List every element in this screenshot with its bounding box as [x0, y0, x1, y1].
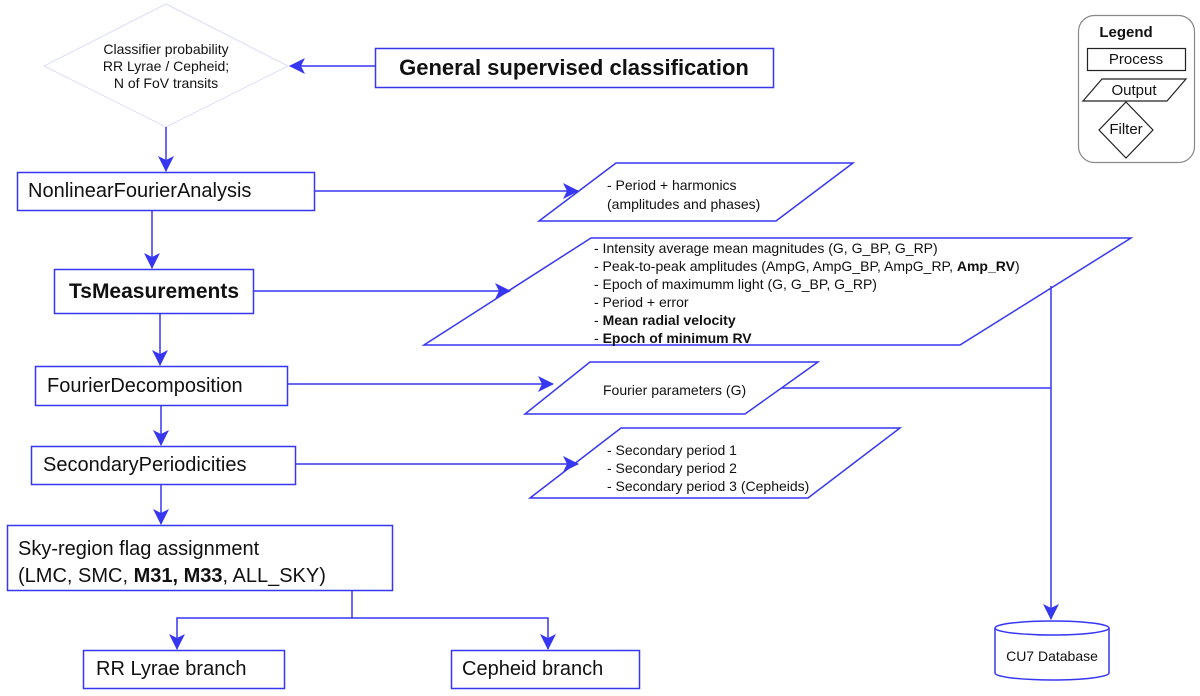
legend-output-shape — [1081, 78, 1188, 102]
sky-region-segment: , ALL_SKY) — [222, 565, 326, 587]
sky-region-line1: Sky-region flag assignment — [18, 538, 260, 560]
ts-output-text: - Intensity average mean magnitudes (G, … — [594, 239, 1020, 347]
legend-title: Legend — [1099, 24, 1153, 41]
cepheid-branch-label: Cepheid branch — [462, 658, 604, 680]
ts-measurements-label: TsMeasurements — [68, 280, 240, 303]
ts-measurements-box[interactable] — [53, 268, 255, 315]
output-segment-bold: Amp_RV — [956, 258, 1015, 274]
fourier-decomposition-box[interactable] — [34, 365, 289, 407]
filter-line: Classifier probability — [103, 41, 229, 57]
filter-line: RR Lyrae / Cepheid; — [102, 58, 230, 74]
output-segment-bold: Mean radial velocity — [602, 312, 736, 328]
output-segment: - Epoch of maximumm light (G, G_BP, G_RP… — [594, 276, 877, 292]
output-segment: - Period + error — [594, 294, 689, 310]
sky-region-segment-bold: M31, M33 — [133, 565, 223, 587]
cepheid-branch-box[interactable] — [450, 649, 641, 690]
rr-lyrae-branch-label: RR Lyrae branch — [96, 658, 247, 680]
secondary-output-parallelogram[interactable] — [527, 427, 903, 499]
fourier-decomposition-label: FourierDecomposition — [47, 375, 243, 397]
nfa-output-parallelogram[interactable] — [536, 162, 856, 222]
general-classification-label: General supervised classification — [399, 55, 749, 80]
database-label: CU7 Database — [1006, 648, 1098, 664]
rr-lyrae-branch-box[interactable] — [82, 649, 286, 690]
ts-output-parallelogram[interactable] — [421, 237, 1134, 346]
sky-region-label: Sky-region flag assignment (LMC, SMC, M3… — [18, 536, 326, 590]
output-line: - Mean radial velocity — [594, 311, 1020, 329]
legend-filter-label: Filter — [1109, 121, 1143, 138]
output-line: - Period + harmonics — [607, 177, 737, 193]
output-line: - Epoch of maximumm light (G, G_BP, G_RP… — [594, 275, 1020, 293]
legend-output-label: Output — [1111, 82, 1157, 99]
output-segment: - — [594, 330, 603, 346]
nfa-output-text: - Period + harmonics (amplitudes and pha… — [607, 176, 760, 214]
sky-region-box[interactable] — [6, 524, 394, 592]
arrow-sky-to-rr-lyrae — [169, 617, 352, 650]
legend-process-shape — [1086, 47, 1187, 72]
secondary-periodicities-box[interactable] — [30, 445, 297, 486]
output-line: - Secondary period 1 — [607, 442, 737, 458]
filter-label: Classifier probability RR Lyrae / Cephei… — [103, 41, 229, 92]
database-cylinder[interactable] — [994, 620, 1110, 681]
legend — [1077, 14, 1196, 164]
legend-process-label: Process — [1108, 51, 1164, 68]
legend-filter-shape — [1098, 101, 1154, 159]
output-segment: - Intensity average mean magnitudes (G, … — [594, 240, 938, 256]
output-segment: - Peak-to-peak amplitudes (AmpG, AmpG_BP… — [594, 258, 957, 274]
output-line: - Epoch of minimum RV — [594, 329, 1020, 347]
output-segment-bold: Epoch of minimum RV — [602, 330, 752, 346]
general-classification-box[interactable] — [374, 47, 775, 89]
nonlinear-fourier-box[interactable] — [16, 171, 316, 212]
fourier-output-text: Fourier parameters (G) — [603, 382, 747, 398]
sky-region-line2: (LMC, SMC, M31, M33, ALL_SKY) — [18, 563, 326, 590]
output-segment: - — [594, 312, 603, 328]
secondary-output-text: - Secondary period 1 - Secondary period … — [607, 441, 809, 495]
output-line: - Secondary period 2 — [607, 460, 737, 476]
output-line: - Peak-to-peak amplitudes (AmpG, AmpG_BP… — [594, 257, 1020, 275]
output-line: - Period + error — [594, 293, 1020, 311]
nonlinear-fourier-label: NonlinearFourierAnalysis — [28, 180, 252, 202]
sky-region-segment: (LMC, SMC, — [18, 565, 134, 587]
output-line: (amplitudes and phases) — [607, 196, 761, 212]
output-line: - Secondary period 3 (Cepheids) — [607, 478, 810, 494]
secondary-periodicities-label: SecondaryPeriodicities — [43, 454, 247, 476]
filter-line: N of FoV transits — [113, 75, 219, 91]
output-segment: ) — [1014, 258, 1020, 274]
fourier-output-parallelogram[interactable] — [522, 361, 821, 415]
output-line: - Intensity average mean magnitudes (G, … — [594, 239, 1020, 257]
arrow-sky-to-cepheid — [352, 617, 556, 650]
